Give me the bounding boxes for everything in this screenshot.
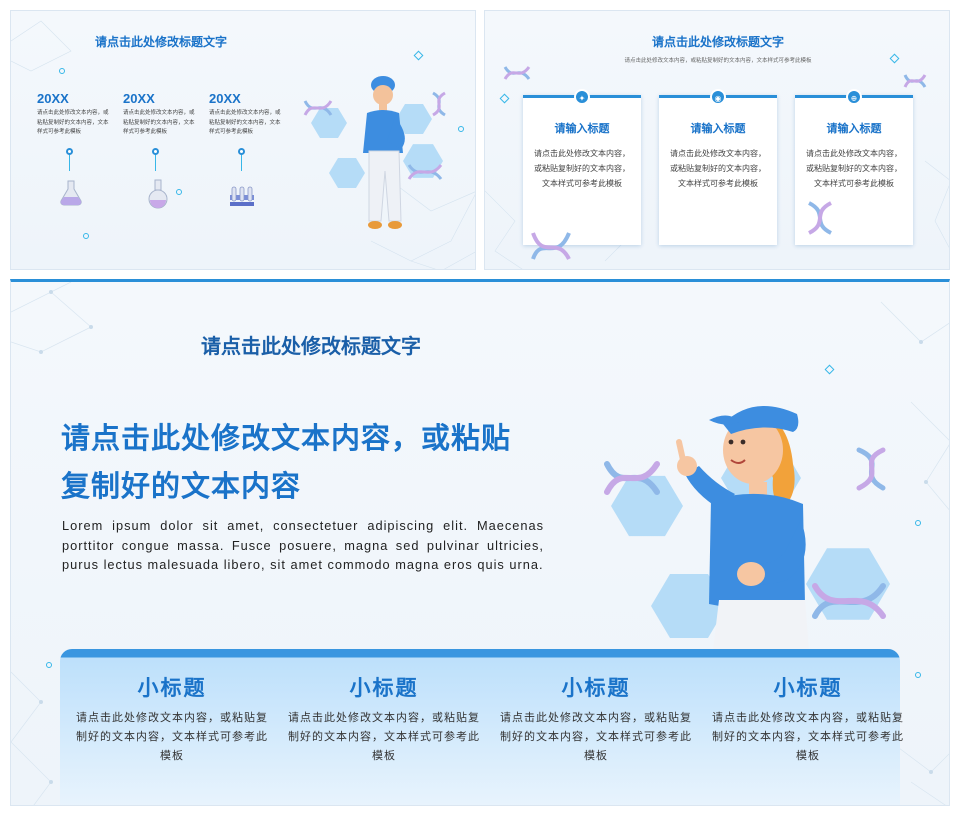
feature-band	[60, 649, 900, 805]
card-title[interactable]: 请输入标题	[826, 122, 882, 135]
test-tube-rack-icon	[230, 186, 254, 206]
headline-line: 复制好的文本内容	[61, 469, 302, 503]
hexagon-decoration	[311, 107, 347, 139]
timeline-item: 20XX 请点击此处修改文本内容，或粘贴复制好的文本内容，文本样式可参考此模板	[123, 91, 195, 138]
person-illustration	[363, 76, 405, 229]
timeline-node	[152, 148, 159, 155]
timeline-item: 20XX 请点击此处修改文本内容，或粘贴复制好的文本内容，文本样式可参考此模板	[37, 91, 109, 138]
column-title[interactable]: 小标题	[773, 675, 843, 700]
timeline-connector	[241, 153, 242, 171]
slide-title[interactable]: 请点击此处修改标题文字	[201, 334, 421, 358]
column-text[interactable]: 请点击此处修改文本内容，或粘贴复制好的文本内容，文本样式可参考此模板	[500, 711, 692, 762]
ring-decoration	[46, 662, 52, 668]
column-text[interactable]: 请点击此处修改文本内容，或粘贴复制好的文本内容，文本样式可参考此模板	[288, 711, 480, 762]
card-text[interactable]: 请点击此处修改文本内容，或粘贴复制好的文本内容，文本样式可参考此模板	[534, 149, 630, 188]
diamond-decoration	[824, 364, 835, 375]
timeline-year[interactable]: 20XX	[37, 91, 69, 106]
main-slide-preview[interactable]: 请点击此处修改标题文字 请点击此处修改文本内容，或粘贴 复制好的文本内容 Lor…	[10, 279, 950, 806]
feature-column[interactable]: 小标题 请点击此处修改文本内容，或粘贴复制好的文本内容，文本样式可参考此模板	[72, 672, 272, 765]
brain-icon: ◉	[710, 89, 726, 105]
timeline-text[interactable]: 请点击此处修改文本内容，或粘贴复制好的文本内容，文本样式可参考此模板	[123, 110, 195, 135]
card-title[interactable]: 请输入标题	[690, 122, 746, 135]
ring-decoration	[915, 672, 921, 678]
diamond-decoration	[413, 50, 424, 61]
column-title[interactable]: 小标题	[561, 675, 631, 700]
diamond-decoration	[499, 93, 510, 104]
ring-decoration	[176, 189, 182, 195]
timeline-text[interactable]: 请点击此处修改文本内容，或粘贴复制好的文本内容，文本样式可参考此模板	[209, 110, 281, 135]
timeline-node	[66, 148, 73, 155]
dna-icon	[432, 91, 446, 117]
round-flask-icon	[148, 179, 168, 209]
column-title[interactable]: 小标题	[349, 675, 419, 700]
dna-icon	[903, 74, 927, 88]
slide-thumbnail-1[interactable]: 请点击此处修改标题文字 20XX 请点击此处修改文本内容，或粘贴复制好的文本内容…	[10, 10, 476, 270]
flask-icon	[60, 180, 82, 206]
ring-decoration	[59, 68, 65, 74]
card-text[interactable]: 请点击此处修改文本内容，或粘贴复制好的文本内容，文本样式可参考此模板	[670, 149, 766, 188]
card-title[interactable]: 请输入标题	[554, 122, 610, 135]
card-text[interactable]: 请点击此处修改文本内容，或粘贴复制好的文本内容，文本样式可参考此模板	[806, 149, 902, 188]
timeline-item: 20XX 请点击此处修改文本内容，或粘贴复制好的文本内容，文本样式可参考此模板	[209, 91, 281, 138]
globe-icon: ⊕	[846, 89, 862, 105]
feature-card[interactable]: ◉ 请输入标题 请点击此处修改文本内容，或粘贴复制好的文本内容，文本样式可参考此…	[659, 89, 777, 245]
timeline-connector	[155, 153, 156, 171]
feature-card[interactable]: ⊕ 请输入标题 请点击此处修改文本内容，或粘贴复制好的文本内容，文本样式可参考此…	[795, 89, 913, 245]
slide-subtitle[interactable]: 请点击此处修改文本内容，或粘贴复制好的文本内容，文本样式可参考此模板	[624, 58, 812, 64]
body-text[interactable]: Lorem ipsum dolor sit amet, consectetuer…	[62, 518, 544, 573]
column-text[interactable]: 请点击此处修改文本内容，或粘贴复制好的文本内容，文本样式可参考此模板	[712, 711, 904, 762]
feature-column[interactable]: 小标题 请点击此处修改文本内容，或粘贴复制好的文本内容，文本样式可参考此模板	[708, 672, 908, 765]
ring-decoration	[915, 520, 921, 526]
timeline-year[interactable]: 20XX	[123, 91, 155, 106]
person-illustration	[676, 406, 809, 650]
ring-decoration	[83, 233, 89, 239]
lightbulb-icon: ✦	[574, 89, 590, 105]
timeline-connector	[69, 153, 70, 171]
dna-icon	[503, 66, 531, 80]
timeline-node	[238, 148, 245, 155]
headline-line: 请点击此处修改文本内容，或粘贴	[61, 421, 512, 455]
feature-column[interactable]: 小标题 请点击此处修改文本内容，或粘贴复制好的文本内容，文本样式可参考此模板	[284, 672, 484, 765]
timeline-text[interactable]: 请点击此处修改文本内容，或粘贴复制好的文本内容，文本样式可参考此模板	[37, 110, 109, 135]
column-text[interactable]: 请点击此处修改文本内容，或粘贴复制好的文本内容，文本样式可参考此模板	[76, 711, 268, 762]
slide-thumbnail-2[interactable]: 请点击此处修改标题文字 请点击此处修改文本内容，或粘贴复制好的文本内容，文本样式…	[484, 10, 950, 270]
feature-column[interactable]: 小标题 请点击此处修改文本内容，或粘贴复制好的文本内容，文本样式可参考此模板	[496, 672, 696, 765]
headline[interactable]: 请点击此处修改文本内容，或粘贴 复制好的文本内容	[61, 414, 601, 510]
column-title[interactable]: 小标题	[137, 675, 207, 700]
diamond-decoration	[889, 53, 900, 64]
slide-title[interactable]: 请点击此处修改标题文字	[94, 35, 227, 49]
timeline-year[interactable]: 20XX	[209, 91, 241, 106]
ring-decoration	[458, 126, 464, 132]
feature-card[interactable]: ✦ 请输入标题 请点击此处修改文本内容，或粘贴复制好的文本内容，文本样式可参考此…	[523, 89, 641, 245]
slide-title[interactable]: 请点击此处修改标题文字	[651, 35, 784, 49]
